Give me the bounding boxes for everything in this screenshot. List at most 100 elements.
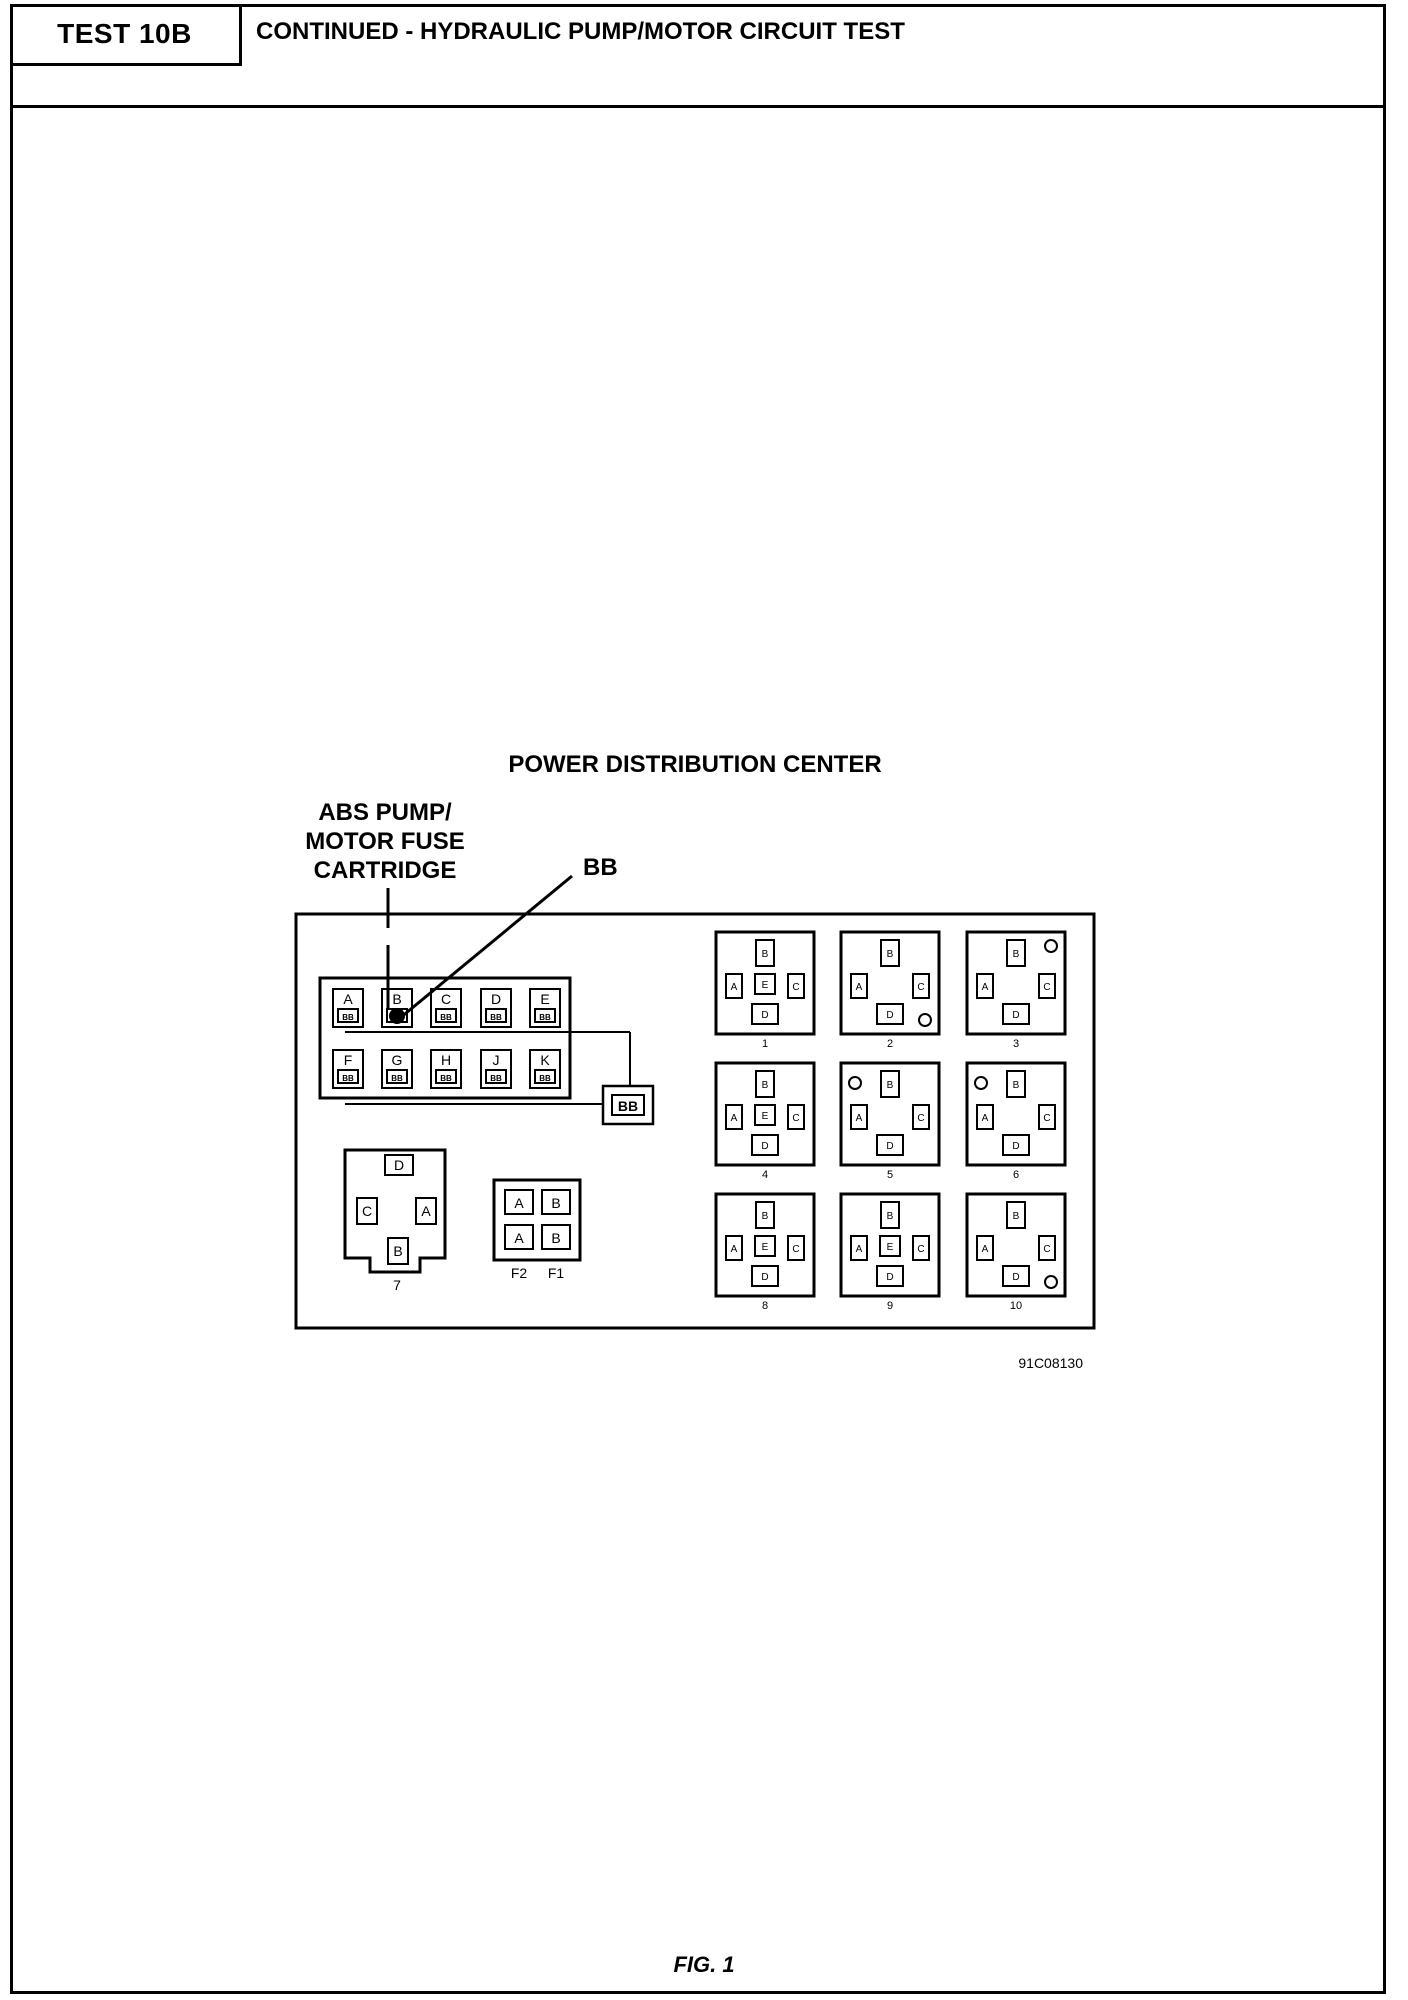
relay-number-5: 5	[887, 1169, 893, 1181]
svg-text:D: D	[761, 1141, 768, 1152]
f2-label: F2	[511, 1265, 528, 1281]
relay-number-2: 2	[887, 1038, 893, 1050]
relay-number-9: 9	[887, 1300, 893, 1312]
connector-7-number: 7	[393, 1277, 401, 1293]
svg-text:F: F	[344, 1052, 353, 1068]
svg-text:B: B	[762, 1211, 769, 1222]
fuse-cell-g: G BB	[381, 1049, 413, 1089]
svg-text:A: A	[731, 982, 738, 993]
svg-text:A: A	[731, 1244, 738, 1255]
relay-number-1: 1	[762, 1038, 768, 1050]
relay-8: B A C E D 8	[714, 1192, 816, 1312]
svg-text:D: D	[886, 1272, 893, 1283]
f-cell-3: A	[514, 1230, 524, 1246]
svg-text:C: C	[792, 982, 799, 993]
svg-text:C: C	[441, 991, 451, 1007]
svg-text:A: A	[982, 1244, 989, 1255]
connector-7-pin-a: A	[421, 1203, 431, 1219]
diagram-title: POWER DISTRIBUTION CENTER	[508, 751, 881, 778]
svg-text:B: B	[762, 949, 769, 960]
svg-text:BB: BB	[342, 1074, 354, 1083]
fuse-block-frame	[318, 976, 572, 1100]
svg-text:C: C	[1043, 1244, 1050, 1255]
svg-text:BB: BB	[539, 1013, 551, 1022]
svg-text:A: A	[856, 1113, 863, 1124]
svg-text:D: D	[886, 1010, 893, 1021]
relay-number-3: 3	[1013, 1038, 1019, 1050]
connector-7-pin-d: D	[394, 1157, 404, 1173]
callout-line-3: CARTRIDGE	[314, 857, 457, 884]
svg-text:B: B	[392, 991, 401, 1007]
svg-text:A: A	[856, 1244, 863, 1255]
svg-text:E: E	[762, 980, 769, 991]
f-cell-2: B	[551, 1195, 560, 1211]
svg-text:A: A	[856, 982, 863, 993]
fuse-cell-a: A BB	[332, 988, 364, 1028]
fuse-cell-c: C BB	[430, 988, 462, 1028]
relay-9: B A C E D 9	[839, 1192, 941, 1312]
callout-line-1: ABS PUMP/	[318, 799, 452, 826]
svg-text:BB: BB	[440, 1013, 452, 1022]
page-frame	[10, 4, 1386, 1994]
callout-line-2: MOTOR FUSE	[305, 828, 465, 855]
svg-text:BB: BB	[391, 1074, 403, 1083]
svg-text:BB: BB	[490, 1074, 502, 1083]
svg-text:C: C	[917, 1113, 924, 1124]
pdc-outline	[294, 912, 1096, 1330]
svg-text:D: D	[1012, 1272, 1019, 1283]
bus-wiring	[345, 1031, 631, 1105]
f-fuse-block: A B A B F2 F1	[492, 1178, 582, 1281]
svg-text:K: K	[540, 1052, 550, 1068]
svg-text:E: E	[887, 1242, 894, 1253]
svg-text:BB: BB	[490, 1013, 502, 1022]
fuse-cell-d: D BB	[480, 988, 512, 1028]
svg-text:A: A	[982, 1113, 989, 1124]
test-label: TEST 10B	[10, 4, 242, 66]
svg-text:B: B	[887, 1211, 894, 1222]
fuse-block: ABBBBBCBBDBBEBBFBBGBBHBBJBBKBB	[318, 976, 572, 1100]
svg-text:BB: BB	[342, 1013, 354, 1022]
figure-caption: FIG. 1	[673, 1952, 735, 1977]
connector-7-pin-b: B	[393, 1243, 402, 1259]
svg-text:B: B	[1013, 1080, 1020, 1091]
svg-text:B: B	[1013, 1211, 1020, 1222]
svg-text:J: J	[493, 1052, 500, 1068]
svg-text:C: C	[792, 1244, 799, 1255]
f1-label: F1	[548, 1265, 565, 1281]
svg-text:B: B	[1013, 949, 1020, 960]
fuse-cell-h: H BB	[430, 1049, 462, 1089]
svg-text:A: A	[982, 982, 989, 993]
svg-text:E: E	[762, 1242, 769, 1253]
svg-text:D: D	[761, 1272, 768, 1283]
svg-text:A: A	[343, 991, 353, 1007]
part-number: 91C08130	[1018, 1355, 1083, 1371]
svg-text:C: C	[1043, 982, 1050, 993]
svg-text:H: H	[441, 1052, 451, 1068]
fuse-cell-e: EBB	[529, 988, 561, 1028]
svg-text:C: C	[917, 1244, 924, 1255]
svg-text:D: D	[491, 991, 501, 1007]
svg-text:C: C	[917, 982, 924, 993]
fuse-cell-j: J BB	[480, 1049, 512, 1089]
relay-10: B A C D 10	[965, 1192, 1067, 1312]
svg-text:D: D	[886, 1141, 893, 1152]
svg-text:BB: BB	[440, 1074, 452, 1083]
fuse-callout: ABS PUMP/ MOTOR FUSE CARTRIDGE	[305, 799, 465, 1008]
bb-callout-label: BB	[583, 854, 618, 881]
relay-number-10: 10	[1010, 1300, 1022, 1312]
connector-7: D C A B 7	[343, 1148, 447, 1293]
svg-text:E: E	[762, 1111, 769, 1122]
f-cell-4: B	[551, 1230, 560, 1246]
bus-box: BB	[601, 1084, 655, 1126]
relay-number-8: 8	[762, 1300, 768, 1312]
svg-text:B: B	[887, 1080, 894, 1091]
fuse-cell-k: KBB	[529, 1049, 561, 1089]
svg-text:G: G	[392, 1052, 403, 1068]
fuse-cell-f: F BB	[332, 1049, 364, 1089]
